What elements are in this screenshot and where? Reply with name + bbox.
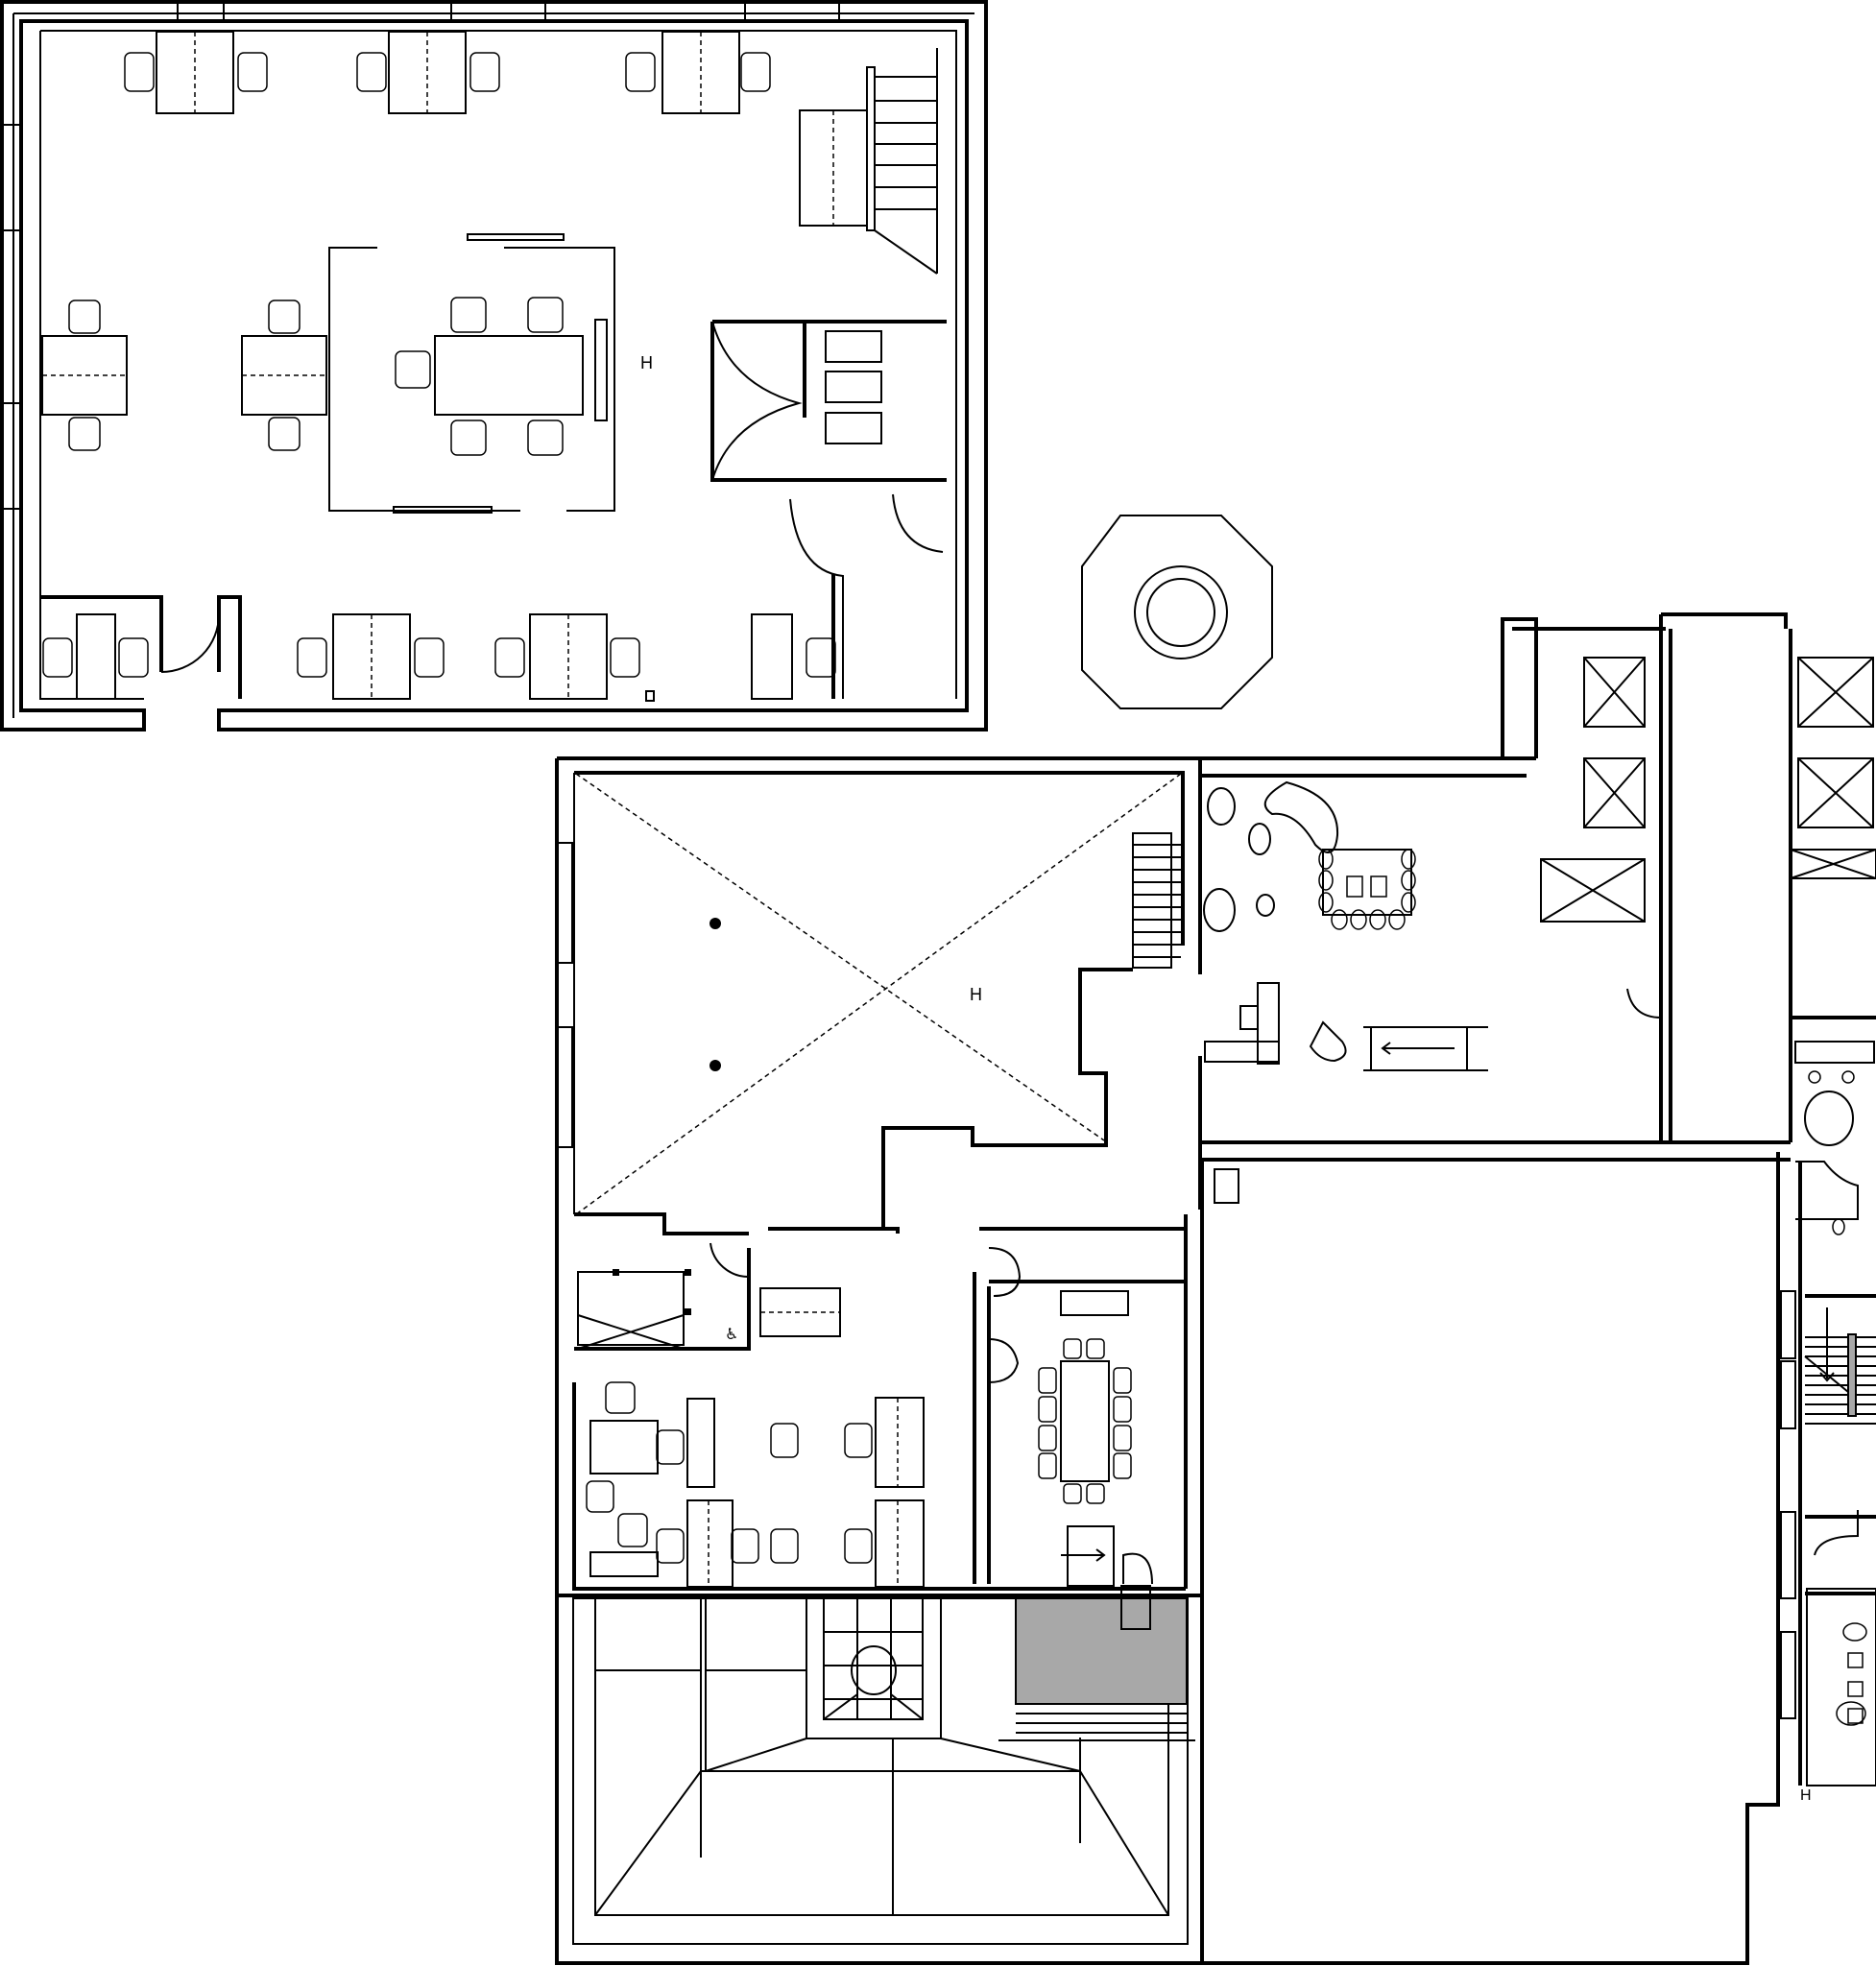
east-wing-empty (1200, 1162, 1780, 1965)
elevator-2 (1583, 757, 1646, 828)
meeting-glass-box: H (328, 233, 653, 514)
desk-cluster-top (124, 31, 771, 114)
octagon-fountain (1081, 515, 1273, 709)
accessible-icon: ♿ (725, 1325, 738, 1343)
north-marker-east: H (1800, 1787, 1812, 1804)
elevator-3 (1540, 858, 1646, 923)
north-marker-atrium: H (970, 985, 982, 1004)
elevator-6 (1790, 849, 1876, 879)
atrium-void: H (555, 756, 1205, 1608)
elevator-4 (1797, 657, 1874, 728)
stair-east: H (1776, 1152, 1876, 1805)
office-southwest: ♿ (572, 1212, 1186, 1591)
lounge-kitchen (1198, 756, 1791, 1210)
conference-room (989, 1214, 1188, 1589)
open-office-north (0, 0, 988, 731)
north-marker: H (640, 353, 653, 372)
elevator-5 (1797, 757, 1874, 828)
terrace-shaded (1015, 1597, 1188, 1705)
elevator-core (1501, 612, 1876, 1235)
elevator-1 (1583, 657, 1646, 728)
skylight-roof (555, 1585, 1204, 1965)
